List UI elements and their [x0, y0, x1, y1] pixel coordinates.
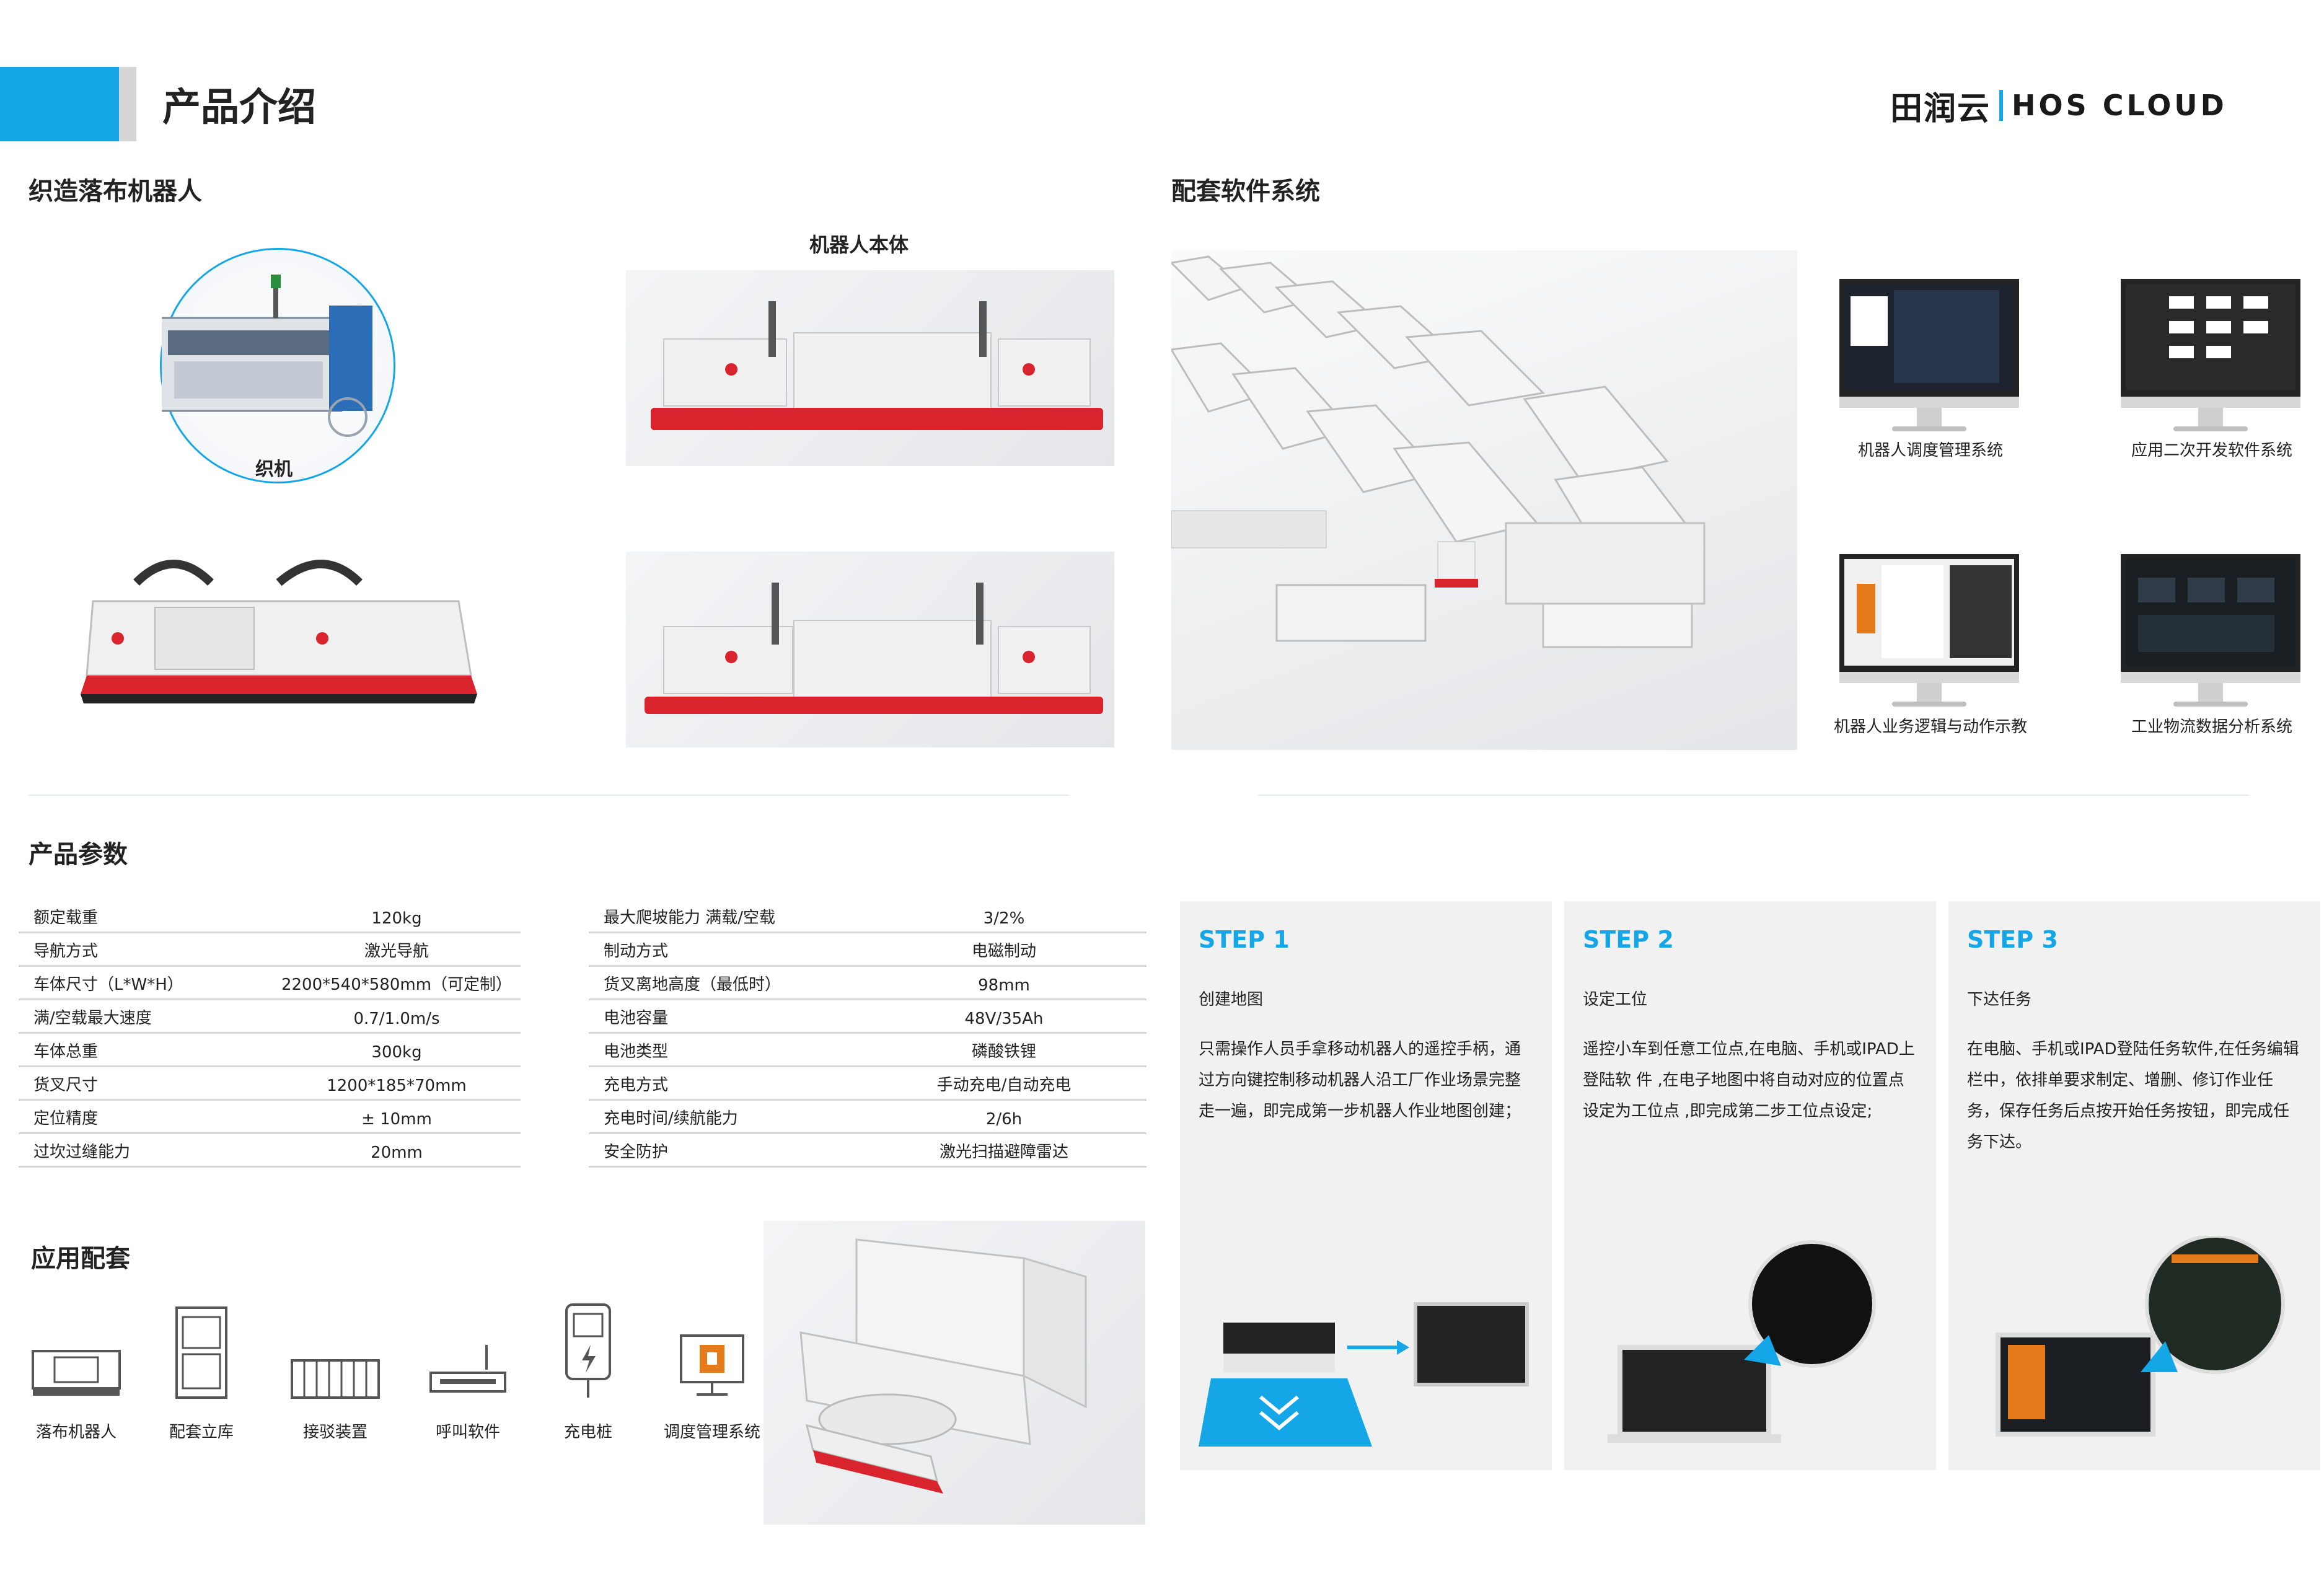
robot-body-caption: 机器人本体 — [809, 233, 909, 257]
accessory-label: 接驳装置 — [302, 1423, 368, 1442]
step-card-3: STEP 3 下达任务 在电脑、手机或IPAD登陆任务软件,在任务编辑栏中，依排… — [1948, 901, 2320, 1470]
step-description: 在电脑、手机或IPAD登陆任务软件,在任务编辑栏中，依排单要求制定、增删、修订作… — [1967, 1040, 2299, 1152]
section-divider-left — [29, 795, 1070, 796]
step-description: 只需操作人员手拿移动机器人的遥控手柄，通过方向键控制移动机器人沿工厂作业场景完整… — [1199, 1040, 1521, 1121]
transfer-device-icon — [291, 1359, 380, 1399]
loom-with-robot-image — [764, 1221, 1145, 1525]
step-title: STEP 3 — [1967, 926, 2058, 953]
accessory-call-software: 呼叫软件 — [409, 1302, 527, 1442]
software-section-title: 配套软件系统 — [1171, 177, 1320, 206]
section-divider-right — [1258, 795, 2250, 796]
param-row: 电池类型磷酸铁锂 — [589, 1034, 1147, 1067]
step-title: STEP 2 — [1583, 926, 1674, 953]
step-subtitle: 创建地图 — [1199, 990, 1264, 1009]
charging-pile-icon — [565, 1303, 611, 1398]
step-description: 遥控小车到任意工位点,在电脑、手机或IPAD上登陆软 件 ,在电子地图中将自动对… — [1583, 1040, 1915, 1121]
monitor-teaching — [1839, 554, 2019, 707]
monitor-development — [2121, 279, 2300, 431]
storage-rack-icon — [175, 1306, 227, 1399]
step3-illustration — [1996, 1236, 2285, 1437]
monitor-label-3: 机器人业务逻辑与动作示教 — [1833, 718, 2027, 736]
param-row: 导航方式激光导航 — [19, 933, 521, 967]
accessory-label: 充电桩 — [563, 1423, 612, 1442]
factory-illustration — [1169, 255, 1706, 648]
param-row: 货叉离地高度（最低时）98mm — [589, 967, 1147, 1000]
monitor-label-4: 工业物流数据分析系统 — [2131, 718, 2292, 736]
monitor-screen — [1839, 279, 2019, 397]
accessory-label: 落布机器人 — [35, 1423, 117, 1442]
step1-illustration — [1199, 1302, 1529, 1447]
factory-layout-image — [1169, 250, 1797, 750]
robot-icon — [32, 1350, 121, 1396]
monitor-icon — [680, 1334, 744, 1396]
loom-image — [154, 248, 395, 483]
robot-perspective-image — [74, 545, 477, 719]
brand-logo: 田润云 HOS CLOUD — [1890, 87, 2227, 128]
logo-separator — [1999, 90, 2004, 121]
params-section-title: 产品参数 — [29, 840, 128, 869]
monitor-analytics — [2121, 554, 2300, 707]
loom-caption: 织机 — [255, 459, 293, 480]
logo-en-text: HOS CLOUD — [2012, 89, 2227, 122]
loom-robot-illustration — [799, 1238, 1087, 1494]
monitor-screen — [2121, 279, 2300, 397]
param-row: 车体尺寸（L*W*H）2200*540*580mm（可定制） — [19, 967, 521, 1000]
accessory-robot: 落布机器人 — [17, 1302, 135, 1442]
header-accent-bar — [0, 67, 119, 141]
param-row: 定位精度± 10mm — [19, 1101, 521, 1134]
robot-section-title: 织造落布机器人 — [29, 177, 202, 206]
monitor-screen — [2121, 554, 2300, 672]
robot-perspective-illustration — [81, 560, 477, 703]
step2-illustration — [1608, 1240, 1876, 1443]
accessory-transfer: 接驳装置 — [276, 1302, 394, 1442]
monitor-scheduling — [1839, 279, 2019, 431]
accessory-label: 调度管理系统 — [663, 1423, 760, 1442]
step-subtitle: 下达任务 — [1967, 990, 2032, 1009]
accessory-label: 配套立库 — [169, 1423, 234, 1442]
accessory-label: 呼叫软件 — [435, 1423, 500, 1442]
robot-side-view-image-2 — [626, 552, 1114, 747]
loom-illustration — [154, 275, 372, 437]
param-row: 充电方式手动充电/自动充电 — [589, 1067, 1147, 1101]
param-row: 制动方式电磁制动 — [589, 933, 1147, 967]
router-icon — [429, 1345, 506, 1393]
accessory-scheduling-system: 调度管理系统 — [653, 1302, 771, 1442]
accessory-charger: 充电桩 — [529, 1302, 647, 1442]
header-divider-bar — [119, 67, 136, 141]
robot-side-view-image — [626, 270, 1114, 466]
monitor-label-2: 应用二次开发软件系统 — [2131, 441, 2292, 460]
step-subtitle: 设定工位 — [1583, 990, 1648, 1009]
step-card-1: STEP 1 创建地图 只需操作人员手拿移动机器人的遥控手柄，通过方向键控制移动… — [1180, 901, 1552, 1470]
step-card-2: STEP 2 设定工位 遥控小车到任意工位点,在电脑、手机或IPAD上登陆软 件… — [1564, 901, 1936, 1470]
logo-cn-text: 田润云 — [1890, 90, 1991, 128]
step-title: STEP 1 — [1199, 926, 1290, 953]
monitor-screen — [1839, 554, 2019, 672]
monitor-label-1: 机器人调度管理系统 — [1857, 441, 2003, 460]
apps-section-title: 应用配套 — [31, 1245, 130, 1273]
param-row: 安全防护激光扫描避障雷达 — [589, 1134, 1147, 1168]
page-title: 产品介绍 — [162, 84, 317, 130]
accessory-storage: 配套立库 — [143, 1302, 260, 1442]
